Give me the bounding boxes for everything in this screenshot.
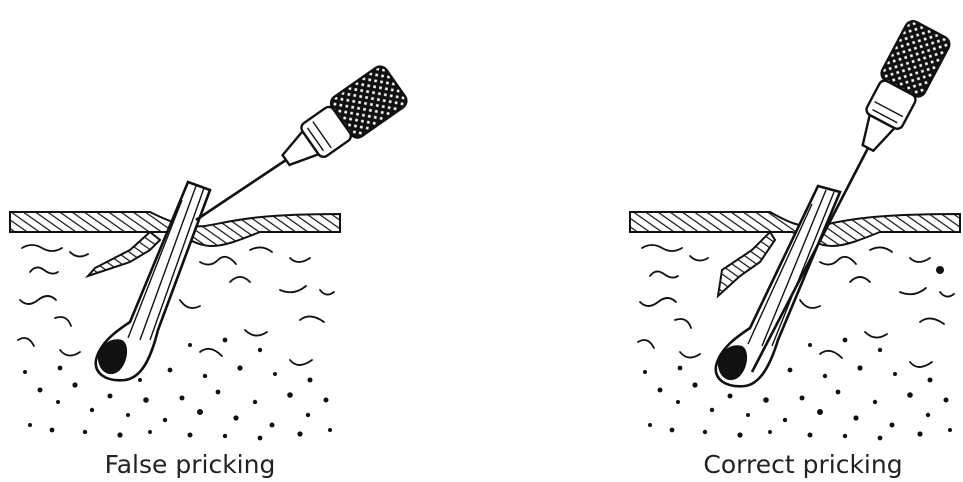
fat-layer-left [23, 338, 332, 441]
caption-false-pricking: False pricking [60, 448, 320, 482]
needle-holder-left [272, 63, 409, 179]
correct-pricking-figure [630, 18, 960, 440]
needle-holder-right [847, 18, 952, 159]
needle-right [752, 148, 868, 372]
caption-correct-pricking: Correct pricking [673, 448, 933, 482]
false-pricking-figure [10, 63, 410, 440]
